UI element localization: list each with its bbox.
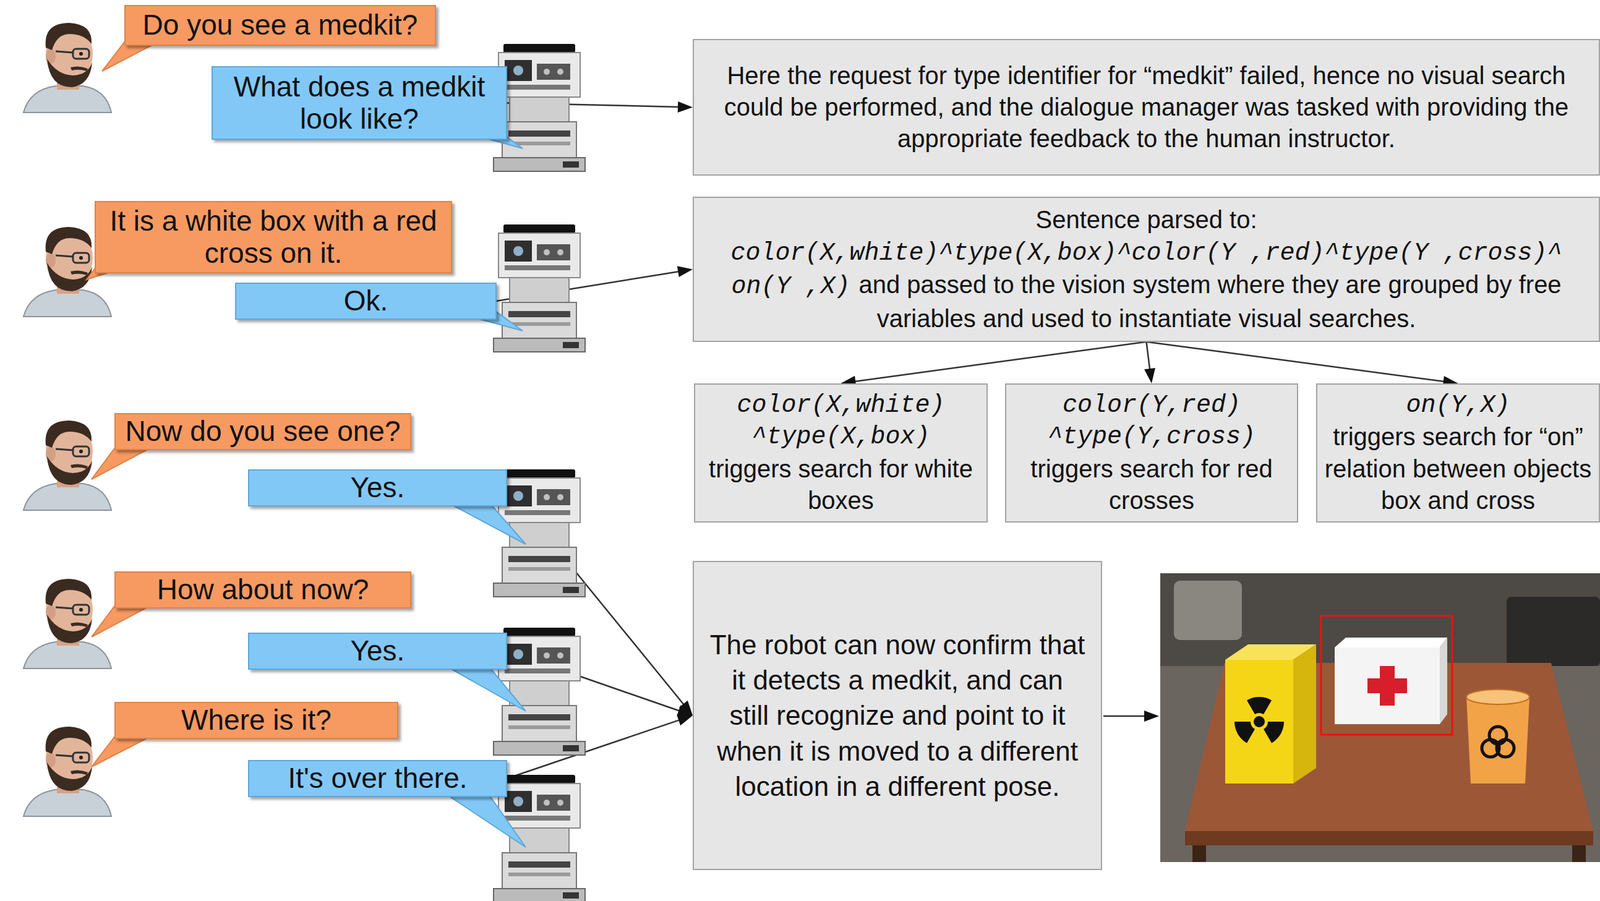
parse-box: Sentence parsed to:color(X,white)^type(X…	[692, 196, 1600, 343]
connector-arrow	[1146, 342, 1459, 388]
box-text: It's over there.	[287, 762, 467, 795]
human-speech-bubble: How about now?	[114, 571, 412, 609]
detection-box	[1321, 616, 1453, 735]
red-cross	[1367, 678, 1408, 694]
connector-line	[1146, 342, 1445, 382]
arrowhead	[677, 101, 693, 113]
logic-formula: on(Y,X)	[1405, 389, 1510, 422]
box-text: Where is it?	[181, 704, 332, 737]
human-speech-bubble: Do you see a medkit?	[124, 4, 437, 46]
human-speech-bubble: Where is it?	[114, 701, 399, 740]
robot-speech-bubble: What does a medkit look like?	[211, 66, 508, 140]
radiation-symbol	[1246, 697, 1272, 715]
human-face	[23, 22, 112, 113]
explanation-box: Here the request for type identifier for…	[692, 38, 1600, 176]
robot-figure	[493, 774, 586, 901]
robot-speech-bubble: Ok.	[235, 282, 497, 320]
radiation-symbol	[1253, 716, 1265, 728]
cup-rim	[1466, 689, 1530, 705]
medkit-box	[1334, 647, 1440, 725]
arrowhead	[677, 265, 693, 278]
medkit-top	[1334, 637, 1448, 648]
radiation-symbol	[1263, 721, 1284, 744]
result-box: The robot can now confirm that it detect…	[692, 560, 1103, 871]
arrowhead	[676, 705, 693, 717]
box-text: triggers search for “on” relation betwee…	[1323, 421, 1593, 517]
box-text: Ok.	[343, 285, 389, 318]
table-edge	[1185, 831, 1594, 846]
box-text: Yes.	[350, 471, 406, 505]
scene-photo	[1160, 573, 1600, 863]
box-text: The robot can now confirm that it detect…	[708, 627, 1087, 805]
human-face	[23, 420, 112, 511]
box-text: triggers search for white boxes	[701, 453, 981, 517]
search-box: color(X,white) ^type(X,box)triggers sear…	[693, 383, 988, 523]
box-text: and passed to the vision system where th…	[858, 270, 1562, 332]
search-box: on(Y,X)triggers search for “on” relation…	[1316, 383, 1600, 523]
orange-cup	[1466, 697, 1530, 784]
arrowhead	[1144, 367, 1156, 384]
logic-formula: color(X,white) ^type(X,box)	[701, 389, 981, 453]
robot-figure	[493, 224, 586, 352]
table-leg	[1192, 845, 1207, 863]
medkit-side	[1439, 637, 1448, 725]
box-text: How about now?	[157, 573, 370, 607]
text-line-group: color(X,white)^type(X,box)^color(Y ,red)…	[707, 235, 1586, 335]
robot-speech-bubble: Yes.	[248, 632, 508, 670]
robot-speech-bubble: Yes.	[248, 469, 508, 507]
connector-line	[854, 342, 1147, 382]
box-text: Do you see a medkit?	[142, 9, 419, 42]
human-face	[23, 578, 112, 669]
box-text: triggers search for red crosses	[1012, 453, 1291, 517]
photo-bag	[1506, 596, 1600, 667]
box-text: What does a medkit look like?	[221, 71, 498, 135]
robot-figure	[493, 43, 586, 172]
photo-chair	[1173, 580, 1242, 641]
connector-line	[1146, 342, 1151, 370]
leader-arrowhead	[1144, 710, 1160, 722]
connector-arrow	[841, 342, 1147, 388]
yellow-box-side	[1293, 644, 1317, 784]
biohazard-symbol	[1494, 740, 1502, 748]
search-box: color(Y,red) ^type(Y,cross)triggers sear…	[1005, 383, 1299, 523]
box-text: Now do you see one?	[125, 415, 401, 448]
yellow-box	[1225, 659, 1294, 784]
arrowhead	[676, 714, 693, 726]
box-heading: Sentence parsed to:	[1035, 204, 1257, 236]
box-text: It is a white box with a red cross on it…	[104, 205, 443, 270]
radiation-symbol	[1234, 721, 1255, 744]
logic-formula: color(Y,red) ^type(Y,cross)	[1012, 389, 1291, 453]
box-text: Here the request for type identifier for…	[707, 59, 1586, 156]
photo-floor	[1160, 573, 1600, 863]
box-text: Yes.	[350, 635, 406, 668]
robot-speech-bubble: It's over there.	[248, 760, 508, 798]
leader-arrow	[1103, 715, 1146, 718]
connector-arrow	[1144, 342, 1156, 384]
human-speech-bubble: It is a white box with a red cross on it…	[94, 201, 453, 274]
human-face	[23, 726, 112, 817]
human-speech-bubble: Now do you see one?	[114, 413, 412, 451]
table-leg	[1572, 845, 1586, 863]
